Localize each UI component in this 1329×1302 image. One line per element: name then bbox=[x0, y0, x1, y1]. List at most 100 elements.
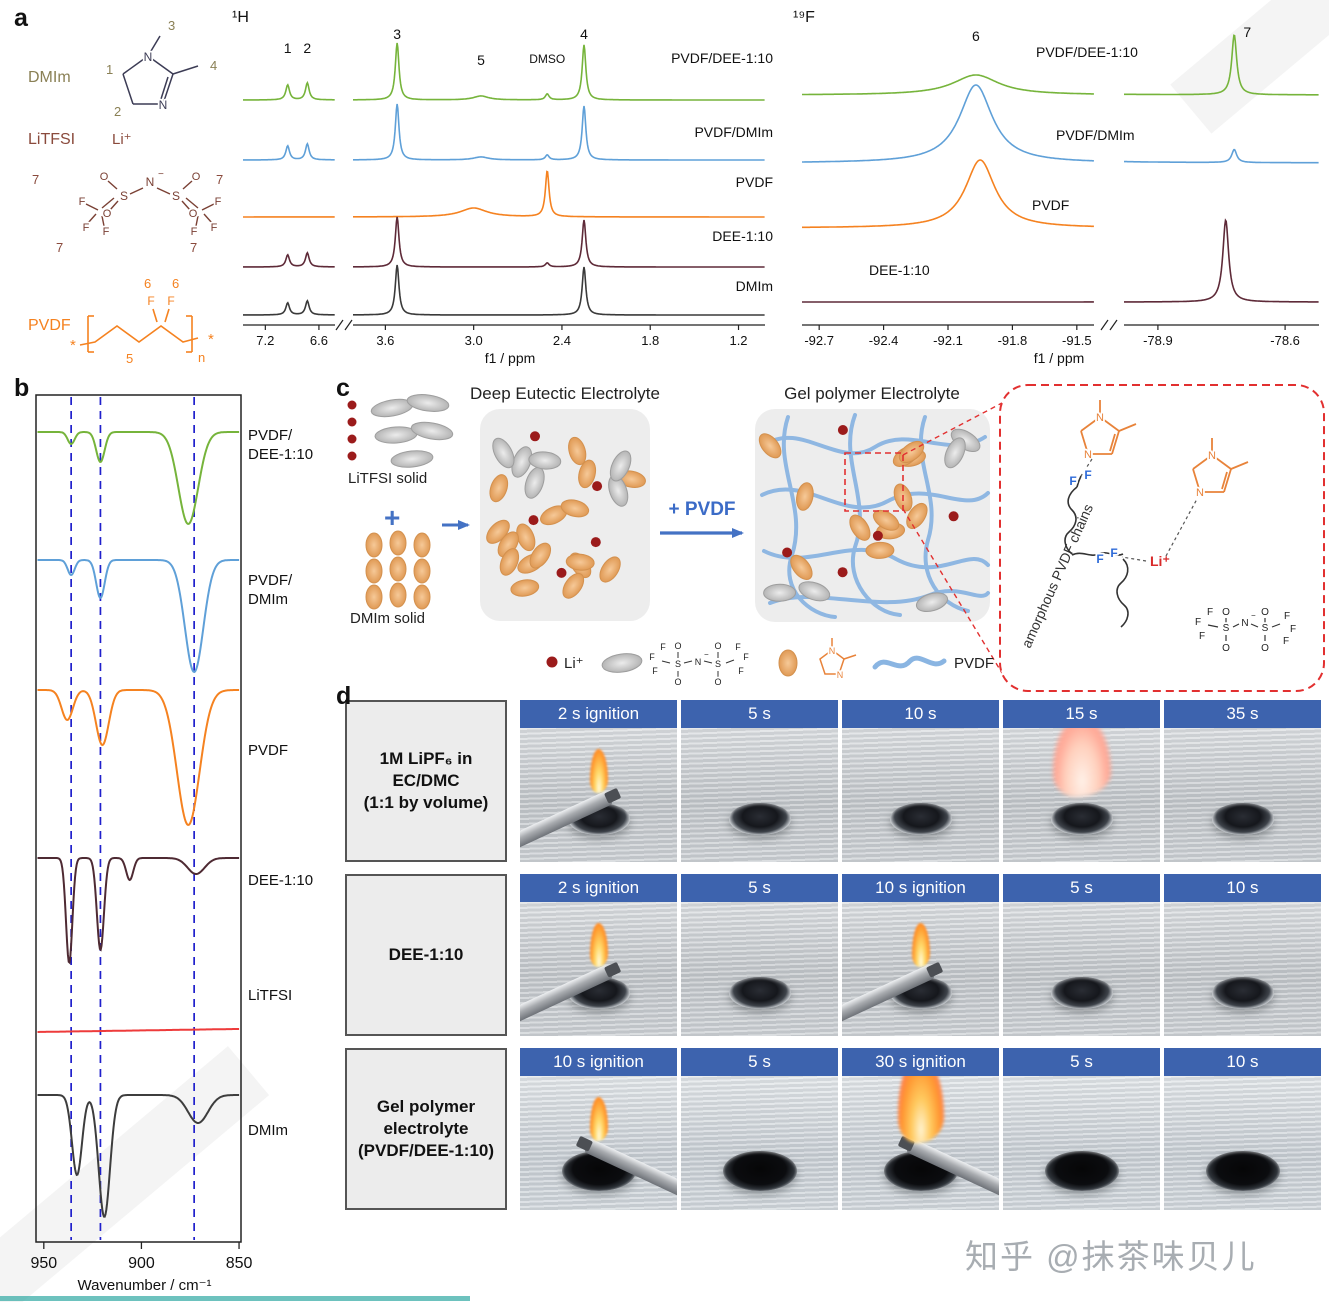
chain-end-star: * bbox=[208, 331, 214, 348]
h-number: 5 bbox=[126, 351, 133, 364]
li-ion-dot bbox=[872, 530, 883, 541]
tick-label: 850 bbox=[226, 1255, 253, 1272]
f-atom: F bbox=[79, 196, 86, 208]
peak-label: 5 bbox=[477, 52, 485, 68]
flame bbox=[589, 749, 608, 793]
s-atom: S bbox=[1223, 623, 1230, 634]
photo bbox=[1164, 1076, 1321, 1210]
trace-label: DEE-1:10 bbox=[248, 872, 313, 889]
legend-li-label: Li⁺ bbox=[564, 655, 584, 672]
trace-label: PVDF/ bbox=[248, 572, 293, 589]
ftir-trace-LiTFSI bbox=[37, 1028, 240, 1033]
flame bbox=[589, 923, 608, 967]
li-ion-dot bbox=[592, 481, 603, 492]
trace-label: PVDF/DMIm bbox=[1056, 127, 1135, 143]
f-atom: F bbox=[1096, 552, 1103, 566]
peak-label: DMSO bbox=[529, 52, 565, 66]
tick-label: 1.2 bbox=[729, 333, 747, 348]
flame-photo-cell: 35 s bbox=[1164, 700, 1321, 862]
flame-row-label-line: EC/DMC bbox=[392, 770, 460, 790]
f-atom: F bbox=[1207, 607, 1213, 618]
photo bbox=[842, 728, 999, 862]
dmim-solid-label: DMIm solid bbox=[350, 610, 425, 627]
peak-label: 1 bbox=[284, 40, 292, 56]
f-atom: F bbox=[147, 294, 154, 308]
tick-label: 3.6 bbox=[376, 333, 394, 348]
o-atom: O bbox=[1261, 607, 1269, 618]
watermark: 知乎 @抹茶味贝儿 bbox=[965, 1238, 1257, 1275]
o-atom: O bbox=[714, 677, 721, 687]
n-atom: N bbox=[837, 670, 844, 680]
schematic-legend: Li⁺ F F F S O O N − S O O F F F bbox=[546, 638, 994, 689]
nmr-trace-DEE-1:10 bbox=[243, 251, 335, 268]
n-atom: N bbox=[144, 50, 153, 64]
nmr-trace-PVDF bbox=[802, 159, 1094, 229]
li-ion-dot bbox=[546, 656, 558, 668]
panel-label-d: d bbox=[336, 682, 352, 710]
flame-photo-cell: 10 s ignition bbox=[842, 874, 999, 1036]
flame-row-label-line: (1:1 by volume) bbox=[363, 793, 489, 813]
li-ion-dot bbox=[837, 567, 848, 578]
teal-edge-line bbox=[0, 1296, 470, 1301]
photo-timestamp-header: 2 s ignition bbox=[520, 700, 677, 728]
dmim-ellipse bbox=[872, 509, 900, 531]
legend-pvdf-label: PVDF bbox=[954, 655, 994, 672]
dee-title: Deep Eutectic Electrolyte bbox=[470, 384, 660, 403]
tick-label: 3.0 bbox=[465, 333, 483, 348]
chain-end-star: * bbox=[70, 337, 76, 354]
tick-label: 2.4 bbox=[553, 333, 571, 348]
tfsi-ellipse bbox=[915, 592, 949, 612]
pvdf-structure bbox=[79, 308, 199, 353]
n-atom: N bbox=[695, 657, 702, 667]
photo bbox=[1003, 1076, 1160, 1210]
dmim-ellipse bbox=[758, 433, 782, 459]
dmim-ellipse bbox=[906, 502, 928, 530]
zoom-connector bbox=[902, 508, 1003, 674]
tick-label: 6.6 bbox=[310, 333, 328, 348]
dmim-ellipse bbox=[499, 548, 520, 576]
f-number: 6 bbox=[144, 276, 151, 291]
trace-label: PVDF/DEE-1:10 bbox=[671, 50, 773, 66]
nmr-trace-DMIm bbox=[353, 264, 765, 316]
charge-minus: − bbox=[158, 169, 164, 180]
nmr-trace-PVDF/DMIm bbox=[802, 84, 1094, 163]
zoom-connector bbox=[902, 402, 1003, 456]
pvdf-chain-squiggle bbox=[1064, 475, 1129, 628]
flame-photo-cell: 5 s bbox=[681, 700, 838, 862]
dmim-solid-icon bbox=[365, 530, 431, 610]
photo-timestamp-header: 5 s bbox=[681, 1048, 838, 1076]
s-atom: S bbox=[120, 189, 128, 203]
tick-label: 900 bbox=[128, 1255, 155, 1272]
peak-label: 6 bbox=[972, 28, 980, 44]
flame-photo-cell: 5 s bbox=[681, 874, 838, 1036]
photo-timestamp-header: 5 s bbox=[1003, 874, 1160, 902]
photo bbox=[520, 1076, 677, 1210]
photo bbox=[842, 902, 999, 1036]
litfsi-solid-icon bbox=[347, 394, 454, 468]
flame bbox=[897, 1076, 944, 1143]
flame-row-label-line: electrolyte bbox=[383, 1118, 469, 1138]
photo bbox=[520, 728, 677, 862]
schematic-panel: Deep Eutectic Electrolyte Gel polymer El… bbox=[347, 384, 1325, 692]
dmim-ellipse bbox=[898, 440, 925, 464]
f-number: 6 bbox=[172, 276, 179, 291]
f-atom: F bbox=[215, 196, 222, 208]
dmim-ring bbox=[1192, 438, 1249, 493]
dmim-ellipse bbox=[578, 459, 597, 489]
nmr-trace-PVDF/DMIm bbox=[353, 103, 765, 161]
photo-timestamp-header: 15 s bbox=[1003, 700, 1160, 728]
flame-photo-cell: 10 s bbox=[842, 700, 999, 862]
tick-label: 7.2 bbox=[256, 333, 274, 348]
trace-label: DEE-1:10 bbox=[712, 228, 773, 244]
f-atom: F bbox=[1284, 611, 1290, 622]
flame-row-label-line: DEE-1:10 bbox=[388, 944, 464, 964]
flame-photo-cell: 10 s bbox=[1164, 874, 1321, 1036]
ftir-trace-PVDF/DMIm bbox=[37, 559, 240, 674]
flame-row-label-line: (PVDF/DEE-1:10) bbox=[357, 1141, 495, 1161]
o-atom: O bbox=[714, 641, 721, 651]
li-ion-dot bbox=[948, 511, 959, 522]
x-axis-label: Wavenumber / cm⁻¹ bbox=[77, 1277, 211, 1294]
